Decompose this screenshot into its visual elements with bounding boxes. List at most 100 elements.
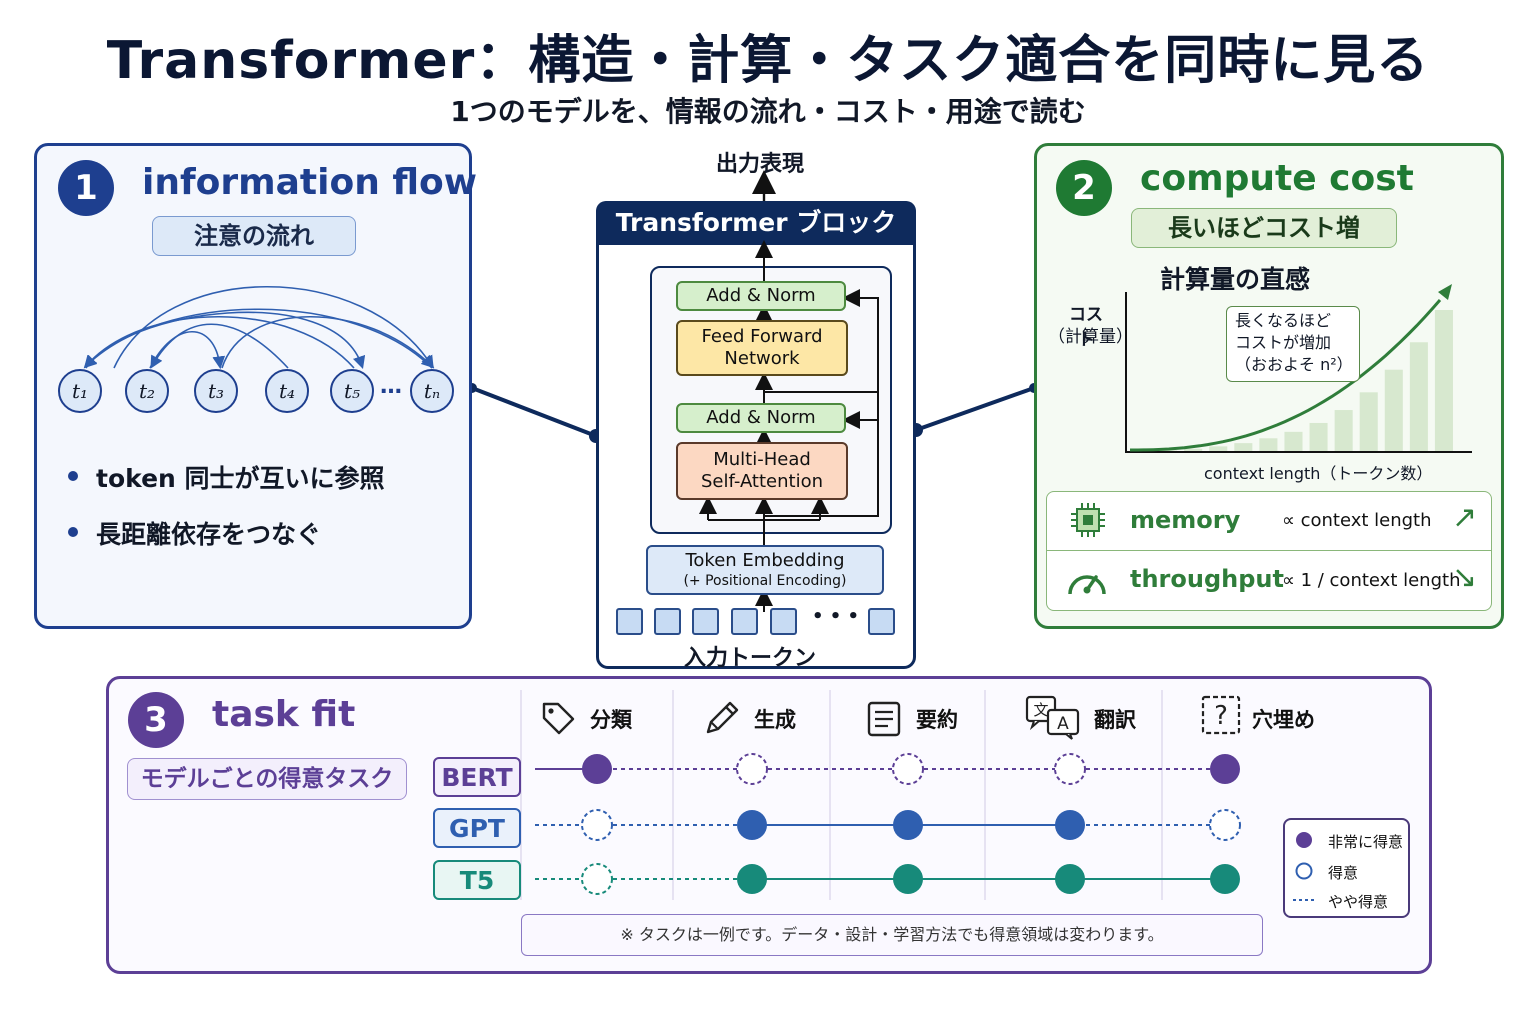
input-tokens-label: 入力トークン <box>684 646 817 671</box>
fit-marker-bert <box>892 753 924 785</box>
input-ellipsis: • • • <box>812 606 860 627</box>
cost-increase-tag: 長いほどコスト増 <box>1131 208 1397 248</box>
fit-marker-bert <box>1054 753 1086 785</box>
chart-callout: 長くなるほど コストが増加 （おおよそ n²） <box>1226 306 1360 382</box>
token-node: tₙ <box>410 369 454 413</box>
input-token <box>692 608 719 635</box>
panel2-heading: compute cost <box>1140 158 1414 199</box>
panel1-number: 1 <box>58 160 114 216</box>
task-fill-in: 穴埋め <box>1252 708 1315 732</box>
chip-icon <box>1071 503 1105 537</box>
fit-marker-gpt <box>1055 810 1085 840</box>
question-icon: ? <box>1201 695 1241 735</box>
fit-marker-t5 <box>1210 864 1240 894</box>
cost-bar <box>1384 369 1403 452</box>
chart-ylabel-1: コスト <box>1069 305 1103 350</box>
cost-bar <box>1409 342 1428 452</box>
feed-forward-network: Feed Forward Network <box>676 320 848 376</box>
callout-line-1: 長くなるほど <box>1235 311 1332 330</box>
fit-marker-gpt <box>737 810 767 840</box>
page-subtitle: 1つのモデルを、情報の流れ・コスト・用途で読む <box>450 95 1086 128</box>
cost-chart <box>1125 284 1472 453</box>
cost-bar <box>1209 446 1228 452</box>
panel2-number: 2 <box>1056 160 1112 216</box>
fit-marker-bert <box>736 753 768 785</box>
cost-bar <box>1234 443 1253 452</box>
token-embedding-label: Token Embedding <box>685 550 845 571</box>
token-node: t₂ <box>125 369 169 413</box>
input-token <box>654 608 681 635</box>
legend-strong: 得意 <box>1328 864 1359 882</box>
pencil-icon <box>706 701 739 734</box>
fit-marker-gpt <box>581 809 613 841</box>
task-translation: 翻訳 <box>1094 708 1136 732</box>
memory-label: memory <box>1130 506 1241 534</box>
document-icon <box>867 701 901 737</box>
cost-bar <box>1334 410 1353 452</box>
chart-title: 計算量の直感 <box>1160 265 1311 294</box>
translate-icon: 文 A <box>1025 695 1080 740</box>
callout-line-2: コストが増加 <box>1235 333 1332 352</box>
input-token <box>770 608 797 635</box>
panel1-heading: information flow <box>142 162 478 203</box>
fit-marker-gpt <box>893 810 923 840</box>
tag-icon <box>542 702 575 735</box>
page-title: Transformer：構造・計算・タスク適合を同時に見る <box>106 31 1430 91</box>
cost-bar <box>1434 310 1453 452</box>
legend-very-strong: 非常に得意 <box>1328 833 1404 851</box>
legend-markers <box>1293 832 1316 901</box>
bullet-long-range: 長距離依存をつなぐ <box>67 515 321 551</box>
fit-marker-bert <box>582 754 612 784</box>
input-token <box>731 608 758 635</box>
fit-marker-t5 <box>1055 864 1085 894</box>
cost-bar <box>1259 438 1278 452</box>
throughput-arrow: ↘ <box>1452 560 1478 595</box>
question-glyph: ? <box>1214 701 1228 731</box>
cost-curve <box>1130 299 1442 452</box>
input-token <box>868 608 895 635</box>
model-gpt: GPT <box>433 808 521 848</box>
fit-marker-t5 <box>581 863 613 895</box>
callout-line-3: （おおよそ n²） <box>1235 355 1353 374</box>
token-node: t₅ <box>330 369 374 413</box>
translate-glyph-source: 文 <box>1033 701 1048 719</box>
cost-bar <box>1359 392 1378 452</box>
attention-arcs <box>83 285 435 370</box>
metrics-box <box>1046 491 1492 611</box>
cost-curve-arrowhead <box>1438 284 1452 300</box>
gauge-icon <box>1068 575 1106 595</box>
memory-proportion: ∝ context length <box>1282 510 1432 531</box>
model-bert: BERT <box>433 757 521 797</box>
attention-flow-tag: 注意の流れ <box>152 216 356 256</box>
transformer-block-title: Transformer ブロック <box>596 201 916 245</box>
panel3-number: 3 <box>128 692 184 748</box>
token-node: t₃ <box>194 369 238 413</box>
translate-glyph-target: A <box>1057 714 1069 734</box>
model-strength-tag: モデルごとの得意タスク <box>127 758 407 800</box>
cost-bar <box>1284 431 1303 452</box>
multi-head-self-attention: Multi-Head Self-Attention <box>676 442 848 500</box>
panel3-heading: task fit <box>212 694 356 735</box>
task-summarization: 要約 <box>916 708 958 732</box>
token-node: t₁ <box>58 369 102 413</box>
bullet-mutual-reference: token 同士が互いに参照 <box>68 459 385 495</box>
chart-ylabel-2: （計算量） <box>1048 327 1133 347</box>
legend-somewhat: やや得意 <box>1328 893 1389 911</box>
add-norm-top: Add & Norm <box>676 281 846 311</box>
model-t5: T5 <box>433 860 521 900</box>
throughput-label: throughput <box>1130 565 1284 593</box>
task-classification: 分類 <box>590 708 632 732</box>
fit-marker-bert <box>1210 754 1240 784</box>
cost-bar <box>1184 448 1203 452</box>
chart-xlabel: context length（トークン数） <box>1204 464 1433 483</box>
metrics-divider <box>1046 550 1492 551</box>
fit-marker-t5 <box>893 864 923 894</box>
chart-axes <box>1125 292 1472 453</box>
token-embedding: Token Embedding (+ Positional Encoding) <box>646 545 884 595</box>
token-node: t₄ <box>265 369 309 413</box>
fit-marker-t5 <box>737 864 767 894</box>
task-note: ※ タスクは一例です。データ・設計・学習方法でも得意領域は変わります。 <box>521 914 1263 956</box>
fit-marker-gpt <box>1209 809 1241 841</box>
